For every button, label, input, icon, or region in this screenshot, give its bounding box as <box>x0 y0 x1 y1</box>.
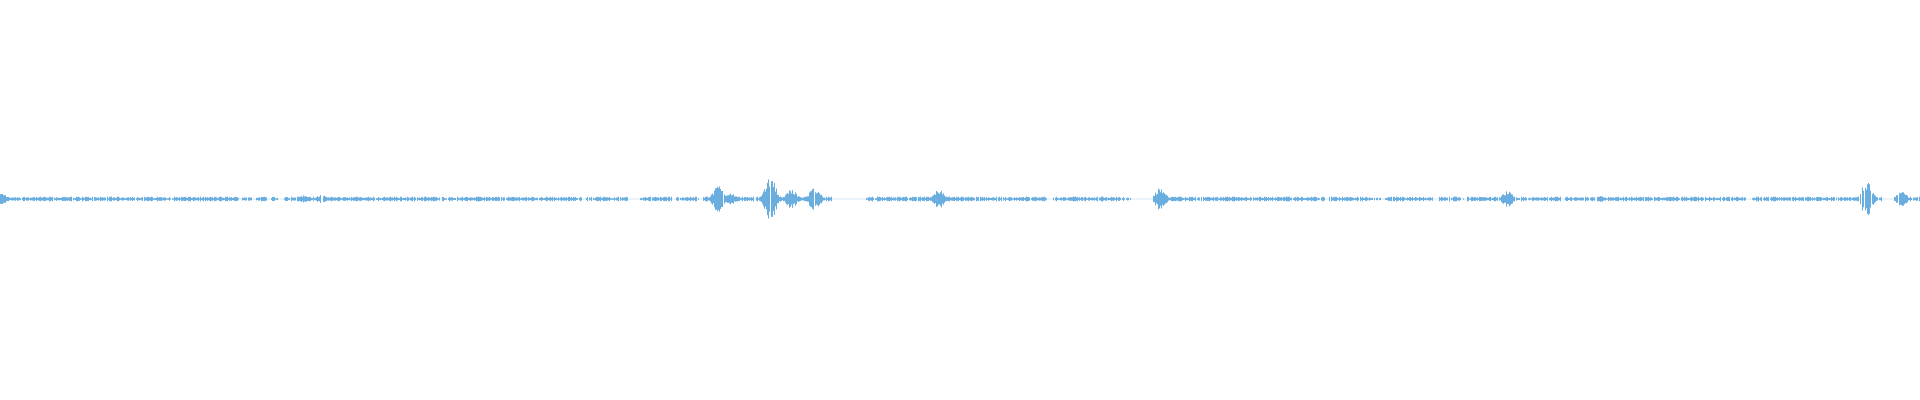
waveform-lines <box>0 179 1920 219</box>
